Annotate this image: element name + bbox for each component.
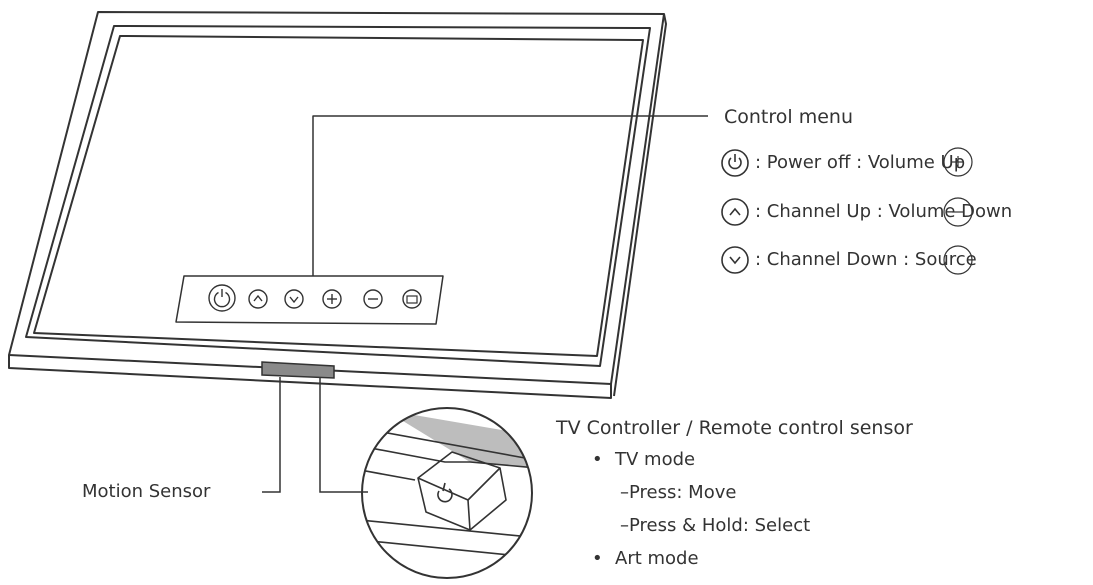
channel-up-legend-text: : Channel Up : Volume Down xyxy=(755,201,1013,222)
control-panel xyxy=(175,275,444,325)
panel-minus-button xyxy=(363,289,383,309)
tv-screen xyxy=(33,35,644,357)
panel-up-button xyxy=(248,289,268,309)
zoom-circle xyxy=(361,407,533,579)
power-legend-text: : Power off : Volume Up xyxy=(755,152,966,173)
art-mode-label: Art mode xyxy=(615,548,699,569)
power-icon xyxy=(721,149,749,177)
chevron-up-icon xyxy=(721,198,749,226)
tv-frame-outer xyxy=(8,11,665,385)
control-menu-leader xyxy=(312,115,708,276)
motion-sensor-leader xyxy=(262,377,281,493)
source-icon xyxy=(943,245,973,275)
controller-leader xyxy=(319,378,368,493)
tv-bottom-edge xyxy=(8,355,612,399)
tv-mode-label: TV mode xyxy=(615,449,696,470)
panel-power-button xyxy=(208,284,236,312)
art-mode-bullet: • xyxy=(592,548,603,569)
tv-mode-press-move: –Press: Move xyxy=(620,482,737,503)
sensor-block xyxy=(261,361,335,379)
tv-mode-press-hold: –Press & Hold: Select xyxy=(620,515,811,536)
tv-frame-inner xyxy=(25,25,651,367)
panel-down-button xyxy=(284,289,304,309)
panel-plus-button xyxy=(322,289,342,309)
controller-power-icon xyxy=(437,482,453,503)
volume-up-icon xyxy=(943,147,973,177)
tv-mode-bullet: • xyxy=(592,449,603,470)
chevron-down-icon xyxy=(721,246,749,274)
motion-sensor-label: Motion Sensor xyxy=(82,481,211,502)
control-menu-title: Control menu xyxy=(724,106,854,128)
volume-down-icon xyxy=(943,197,973,227)
panel-source-button xyxy=(402,289,422,309)
tv-controller-title: TV Controller / Remote control sensor xyxy=(556,417,913,439)
channel-down-legend-text: : Channel Down : Source xyxy=(755,249,977,270)
